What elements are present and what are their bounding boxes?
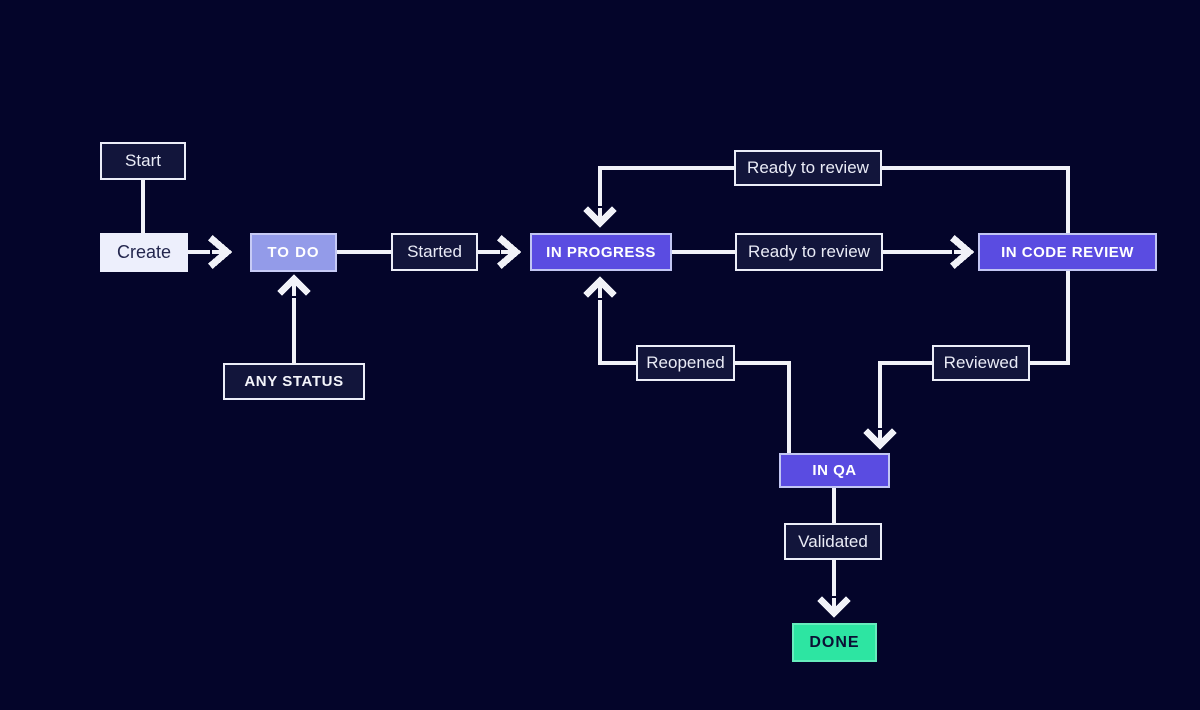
transition-reviewed-label: Reviewed (943, 353, 1019, 372)
status-done[interactable]: DONE (792, 623, 877, 662)
node-any-status[interactable]: ANY STATUS (223, 363, 365, 400)
transition-reopened[interactable]: Reopened (636, 345, 735, 381)
arrowhead-create-todo (208, 235, 233, 269)
transition-ready-to-review[interactable]: Ready to review (735, 233, 883, 271)
edge-reopened-inprogress (598, 300, 636, 365)
status-to-do[interactable]: TO DO (250, 233, 337, 272)
arrowhead-started-inprogress (497, 235, 522, 269)
transition-started[interactable]: Started (391, 233, 478, 271)
edge-reviewed-inqa (878, 361, 932, 428)
edge-readytop-inprogress (598, 166, 734, 206)
node-create[interactable]: Create (100, 233, 188, 272)
transition-started-label: Started (407, 242, 462, 261)
transition-validated[interactable]: Validated (784, 523, 882, 560)
arrowhead-reviewed-inqa (863, 428, 897, 450)
status-in-progress[interactable]: IN PROGRESS (530, 233, 672, 271)
transition-reopened-label: Reopened (646, 353, 725, 372)
status-in-qa-label: IN QA (812, 462, 857, 479)
transition-ready-to-review-top-label: Ready to review (747, 158, 869, 177)
transition-reviewed[interactable]: Reviewed (932, 345, 1030, 381)
status-in-code-review-label: IN CODE REVIEW (1001, 243, 1134, 261)
edge-incodereview-reviewed (1030, 271, 1070, 365)
node-any-status-label: ANY STATUS (244, 373, 344, 390)
arrowhead-ready-incodereview (950, 235, 975, 269)
arrowhead-validated-done (817, 596, 851, 618)
transition-ready-to-review-label: Ready to review (748, 242, 870, 261)
arrowhead-readytop-inprogress (583, 206, 617, 228)
arrowhead-reopened-inprogress (583, 276, 617, 298)
status-in-progress-label: IN PROGRESS (546, 243, 656, 261)
node-create-label: Create (116, 242, 172, 262)
status-done-label: DONE (809, 633, 860, 651)
status-in-qa[interactable]: IN QA (779, 453, 890, 488)
transition-ready-to-review-top[interactable]: Ready to review (734, 150, 882, 186)
transition-validated-label: Validated (798, 531, 868, 551)
edge-incodereview-readytop (882, 166, 1070, 234)
status-in-code-review[interactable]: IN CODE REVIEW (978, 233, 1157, 271)
edge-inqa-reopened (735, 361, 791, 453)
status-to-do-label: TO DO (267, 244, 320, 261)
node-start[interactable]: Start (100, 142, 186, 180)
node-start-label: Start (125, 151, 161, 170)
arrowhead-anystatus-todo (277, 274, 311, 296)
